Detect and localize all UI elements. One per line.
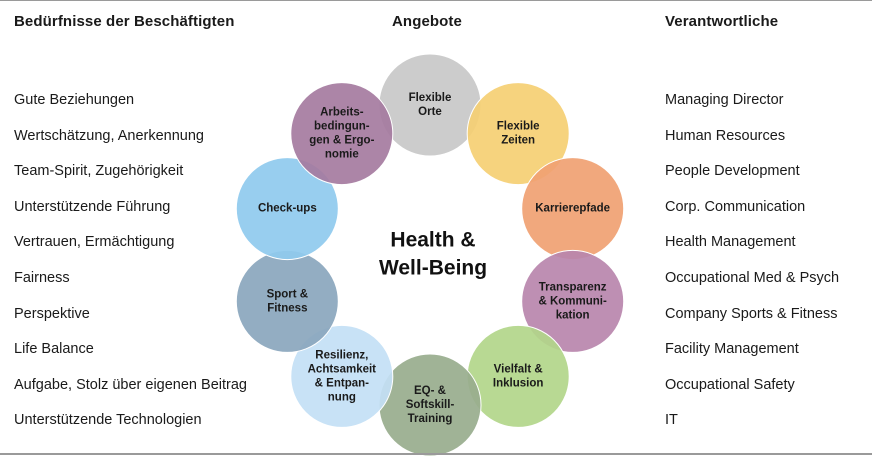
need-item: Perspektive <box>14 305 90 322</box>
owner-item: Occupational Med & Psych <box>665 269 840 286</box>
header-offers: Angebote <box>392 13 462 30</box>
offer-circle <box>466 82 570 186</box>
offer-label: gen & Ergo- <box>309 135 374 147</box>
offer-label: Zeiten <box>501 135 535 147</box>
header-owners: Verantwortliche <box>665 13 779 30</box>
offer-label: Inklusion <box>493 377 543 389</box>
need-item: Unterstützende Technologien <box>14 412 202 429</box>
need-item: Vertrauen, Ermächtigung <box>14 234 175 251</box>
offer-label: & Kommuni- <box>538 295 607 307</box>
offer-circle <box>235 157 339 261</box>
offer-label: bedingun- <box>314 121 370 133</box>
offer-labels: FlexibleOrteFlexibleZeitenKarrierepfadeT… <box>258 92 610 425</box>
owner-item: Occupational Safety <box>665 376 795 393</box>
need-item: Team-Spirit, Zugehörigkeit <box>14 163 184 180</box>
offer-label: Transparenz <box>539 281 607 293</box>
offer-label: Softskill- <box>406 399 455 411</box>
owner-item: Corp. Communication <box>665 198 806 215</box>
owners-list: Managing Director Human Resources People… <box>665 84 870 440</box>
offer-circles <box>235 53 625 457</box>
offer-label: & Entpan- <box>315 377 369 389</box>
offer-label: Check-ups <box>258 203 317 215</box>
offer-circle <box>290 324 394 428</box>
center-title: Health & Well-Being <box>379 229 487 280</box>
offer-label: nung <box>328 391 356 403</box>
owner-item: Managing Director <box>665 92 784 108</box>
top-border <box>0 0 872 1</box>
owner-item: IT <box>665 412 678 429</box>
offer-label: nomie <box>325 149 359 161</box>
need-item: Unterstützende Führung <box>14 198 171 215</box>
offer-label: kation <box>556 309 590 321</box>
offer-circle <box>521 249 625 353</box>
owner-item: Human Resources <box>665 127 786 144</box>
owner-item: Health Management <box>665 234 796 251</box>
offer-label: Karrierepfade <box>535 203 610 215</box>
center-label: Well-Being <box>379 257 487 280</box>
need-item: Fairness <box>14 269 70 286</box>
need-item: Wertschätzung, Anerkennung <box>14 127 204 144</box>
offer-label: Achtsamkeit <box>308 363 377 375</box>
offer-label: Vielfalt & <box>494 363 543 375</box>
needs-list: Gute Beziehungen Wertschätzung, Anerkenn… <box>14 84 314 440</box>
owner-item: Facility Management <box>665 341 799 358</box>
offer-label: Flexible <box>409 92 452 104</box>
offer-label: Orte <box>418 106 442 118</box>
owner-item: People Development <box>665 163 800 180</box>
center-label: Health & <box>390 229 475 252</box>
offer-circle <box>290 82 394 186</box>
offer-label: EQ- & <box>414 385 446 397</box>
bottom-border <box>0 453 872 455</box>
owner-item: Company Sports & Fitness <box>665 305 838 322</box>
header-needs: Bedürfnisse der Beschäftigten <box>14 13 235 30</box>
need-item: Aufgabe, Stolz über eigenen Beitrag <box>14 376 247 393</box>
offer-circle <box>378 53 482 157</box>
need-item: Life Balance <box>14 341 94 358</box>
offer-label: Training <box>408 413 453 425</box>
offer-label: Fitness <box>267 302 307 314</box>
offer-label: Resilienz, <box>315 349 368 361</box>
offer-label: Sport & <box>267 288 309 300</box>
need-item: Gute Beziehungen <box>14 92 135 108</box>
offer-label: Arbeits- <box>320 107 364 119</box>
offers-ring-diagram: FlexibleOrteFlexibleZeitenKarrierepfadeT… <box>235 53 625 457</box>
offer-label: Flexible <box>497 121 540 133</box>
